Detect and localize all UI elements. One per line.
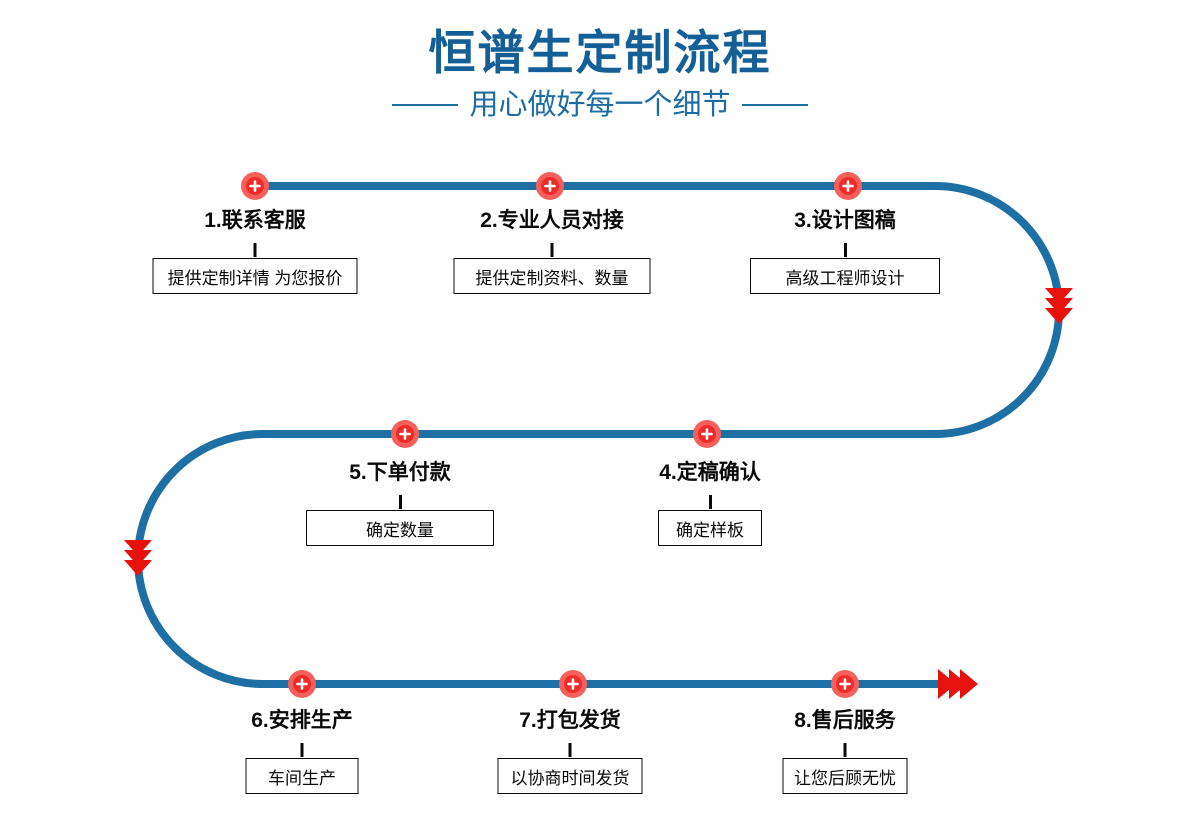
step-2: 2.专业人员对接 提供定制资料、数量 (453, 208, 651, 294)
step-label: 2.专业人员对接 (480, 209, 624, 232)
step-5: 5.下单付款 确定数量 (306, 460, 494, 546)
step-marker-7 (559, 670, 587, 698)
chevron-right (949, 669, 967, 699)
step-note: 车间生产 (245, 758, 359, 794)
step-connector (843, 743, 847, 757)
step-marker-3 (834, 172, 862, 200)
step-marker-8 (831, 670, 859, 698)
step-note: 确定数量 (306, 510, 494, 546)
chevron-down (124, 540, 152, 556)
step-3: 3.设计图稿 高级工程师设计 (750, 208, 940, 294)
chevron-down (124, 550, 152, 566)
chevron-down (1045, 308, 1073, 324)
chevron-down (124, 560, 152, 576)
triple-chevron-right-icon (938, 669, 978, 699)
step-marker-2 (536, 172, 564, 200)
plus-icon (842, 180, 854, 192)
step-label: 7.打包发货 (519, 709, 621, 732)
step-label: 6.安排生产 (251, 709, 353, 732)
step-connector (568, 743, 572, 757)
step-note: 提供定制详情 为您报价 (152, 258, 358, 294)
subtitle-rule-left (392, 104, 459, 106)
subtitle-text: 用心做好每一个细节 (469, 89, 731, 121)
plus-icon (249, 180, 261, 192)
step-marker-4 (693, 420, 721, 448)
step-connector (398, 495, 402, 509)
step-label: 1.联系客服 (204, 209, 306, 232)
subtitle: 用心做好每一个细节 (0, 89, 1200, 121)
chevron-right (938, 669, 956, 699)
step-note: 确定样板 (658, 510, 762, 546)
triple-chevron-down-icon (1045, 288, 1073, 324)
triple-chevron-down-icon (124, 540, 152, 576)
flow-path (134, 182, 1063, 688)
step-label: 8.售后服务 (794, 709, 896, 732)
step-4: 4.定稿确认 确定样板 (658, 460, 762, 546)
plus-icon (544, 180, 556, 192)
step-connector (300, 743, 304, 757)
step-7: 7.打包发货 以协商时间发货 (497, 708, 643, 794)
plus-icon (839, 678, 851, 690)
step-label: 3.设计图稿 (794, 209, 896, 232)
step-1: 1.联系客服 提供定制详情 为您报价 (152, 208, 358, 294)
plus-icon (701, 428, 713, 440)
chevron-down (1045, 298, 1073, 314)
step-connector (708, 495, 712, 509)
step-8: 8.售后服务 让您后顾无忧 (782, 708, 908, 794)
step-connector (550, 243, 554, 257)
subtitle-rule-right (741, 104, 808, 106)
plus-icon (567, 678, 579, 690)
step-connector (253, 243, 257, 257)
header: 恒谱生定制流程 用心做好每一个细节 (0, 0, 1200, 121)
step-note: 让您后顾无忧 (782, 758, 908, 794)
step-label: 4.定稿确认 (659, 461, 761, 484)
plus-icon (399, 428, 411, 440)
step-connector (843, 243, 847, 257)
plus-icon (296, 678, 308, 690)
step-marker-5 (391, 420, 419, 448)
page-title: 恒谱生定制流程 (428, 26, 772, 79)
chevron-right (960, 669, 978, 699)
step-marker-1 (241, 172, 269, 200)
step-6: 6.安排生产 车间生产 (245, 708, 359, 794)
step-label: 5.下单付款 (349, 461, 451, 484)
chevron-down (1045, 288, 1073, 304)
step-marker-6 (288, 670, 316, 698)
step-note: 提供定制资料、数量 (453, 258, 651, 294)
step-note: 以协商时间发货 (497, 758, 643, 794)
step-note: 高级工程师设计 (750, 258, 940, 294)
